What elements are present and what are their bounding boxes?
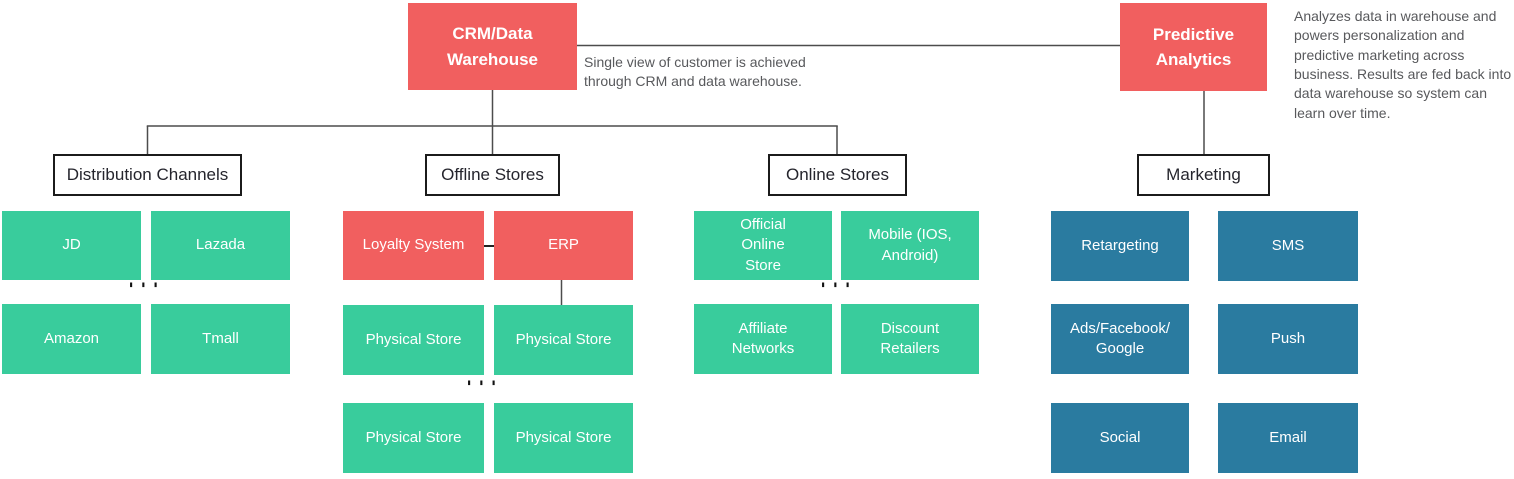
node-discount-retailers: Discount Retailers — [841, 304, 979, 374]
node-push: Push — [1218, 304, 1358, 374]
node-email: Email — [1218, 403, 1358, 473]
node-physical-store-2: Physical Store — [494, 305, 633, 375]
more-items-marker-distribution: ''' — [126, 280, 163, 300]
node-physical-store-1: Physical Store — [343, 305, 484, 375]
node-predictive-analytics: Predictive Analytics — [1120, 3, 1267, 91]
node-mobile-ios-android: Mobile (IOS, Android) — [841, 211, 979, 280]
node-marketing: Marketing — [1137, 154, 1270, 196]
node-tmall: Tmall — [151, 304, 290, 374]
node-loyalty-system: Loyalty System — [343, 211, 484, 280]
node-physical-store-3: Physical Store — [343, 403, 484, 473]
node-erp: ERP — [494, 211, 633, 280]
node-distribution-channels: Distribution Channels — [53, 154, 242, 196]
node-ads-facebook-google: Ads/​Facebook/​Google — [1051, 304, 1189, 374]
node-social: Social — [1051, 403, 1189, 473]
node-official-online-store: Official Online Store — [694, 211, 832, 280]
note-predictive-analytics: Analyzes data in warehouse and powers pe… — [1294, 8, 1512, 121]
node-crm-data-warehouse: CRM/Data Warehouse — [408, 3, 577, 90]
node-sms: SMS — [1218, 211, 1358, 281]
note-crm-single-view: Single view of customer is achieved thro… — [584, 54, 806, 90]
more-items-marker-online: ''' — [818, 280, 855, 300]
more-items-marker-offline: ''' — [464, 378, 501, 398]
node-online-stores: Online Stores — [768, 154, 907, 196]
node-affiliate-networks: Affiliate Networks — [694, 304, 832, 374]
node-offline-stores: Offline Stores — [425, 154, 560, 196]
node-physical-store-4: Physical Store — [494, 403, 633, 473]
node-retargeting: Retargeting — [1051, 211, 1189, 281]
node-jd: JD — [2, 211, 141, 280]
node-lazada: Lazada — [151, 211, 290, 280]
node-amazon: Amazon — [2, 304, 141, 374]
